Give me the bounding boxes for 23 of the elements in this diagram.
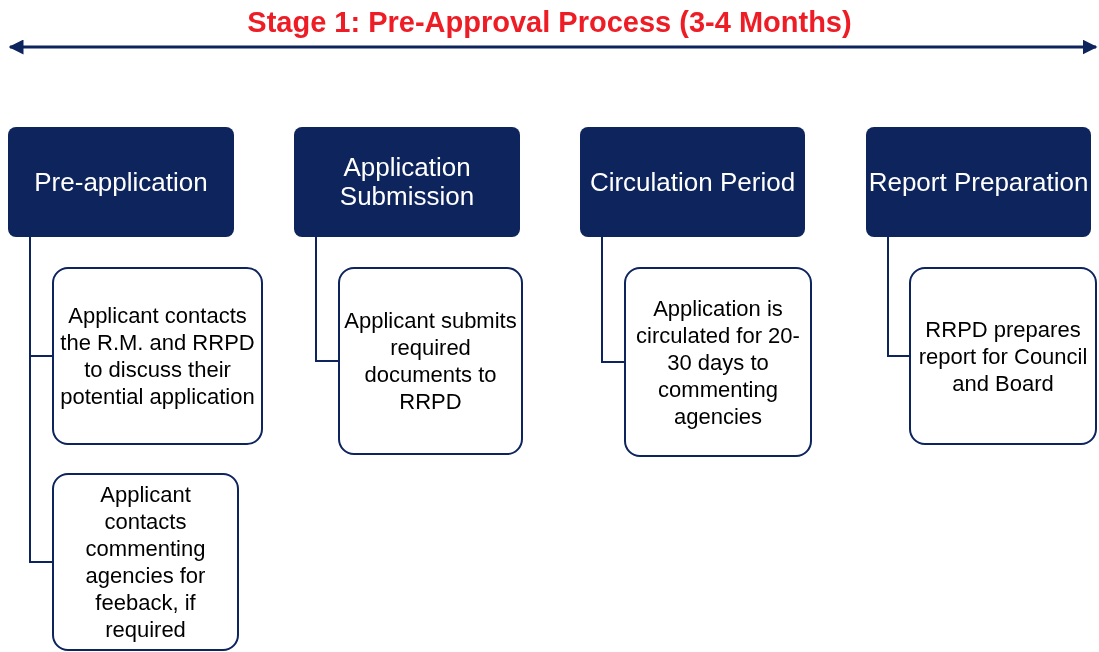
step-box — [624, 267, 812, 457]
stage-box — [580, 127, 805, 237]
stage-box — [866, 127, 1091, 237]
connector-line — [315, 236, 339, 362]
step-box — [52, 267, 263, 445]
connector-line — [29, 236, 53, 563]
box-text: Application is circulated for 20-30 days to commenting agencies — [635, 294, 801, 430]
box-text: RRPD prepares report for Council and Board — [917, 315, 1089, 397]
box-text: Pre-application — [34, 167, 208, 197]
step-box — [909, 267, 1097, 445]
title: Stage 1: Pre-Approval Process (3-4 Months) — [246, 6, 853, 39]
box-text: Circulation Period — [589, 167, 796, 197]
stage-box — [294, 127, 520, 237]
connector-line — [601, 236, 625, 363]
box-text: Applicant contacts commenting agencies for feeback, if required — [84, 481, 207, 643]
box-text: Applicant submits required documents to RRPD — [344, 307, 517, 415]
connector-line — [887, 236, 910, 357]
box-text: Applicant contacts the R.M. and RRPD to discuss their potential application — [59, 302, 256, 410]
step-box — [338, 267, 523, 455]
step-box — [52, 473, 239, 651]
box-text: Application Submission — [338, 153, 476, 211]
stage-box — [8, 127, 234, 237]
box-text: Report Preparation — [868, 167, 1089, 197]
